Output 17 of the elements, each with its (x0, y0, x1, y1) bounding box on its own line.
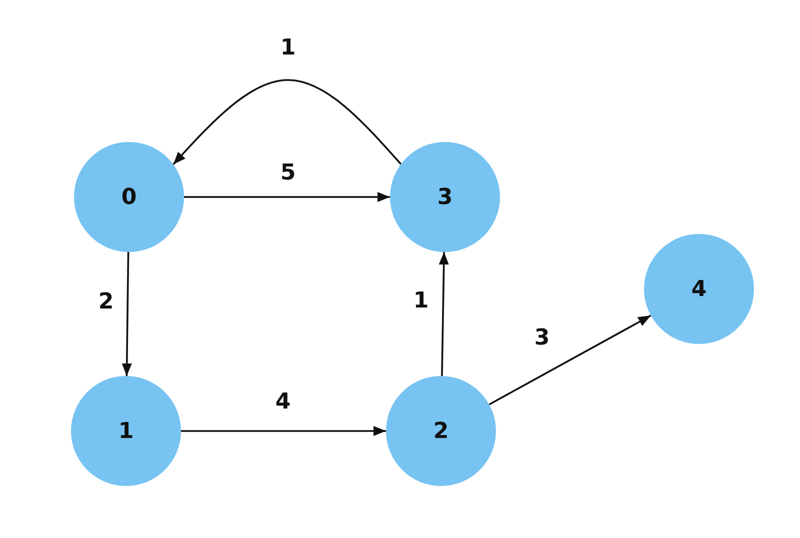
edge-label: 3 (534, 326, 550, 350)
node-label: 0 (121, 184, 137, 210)
edge-label: 4 (275, 390, 291, 414)
edge-label: 1 (280, 36, 296, 60)
node-label: 2 (433, 418, 449, 444)
edge-label: 5 (280, 160, 296, 186)
arrow (184, 192, 390, 202)
arrow (438, 252, 449, 376)
node-label: 1 (118, 418, 134, 444)
arrow (488, 314, 652, 406)
arrow (172, 79, 402, 166)
arrow (181, 426, 386, 436)
edge-label: 1 (413, 288, 429, 314)
node-label: 3 (437, 184, 453, 210)
arrow (122, 252, 132, 376)
edge-label: 2 (98, 290, 114, 314)
node-label: 4 (691, 276, 707, 302)
